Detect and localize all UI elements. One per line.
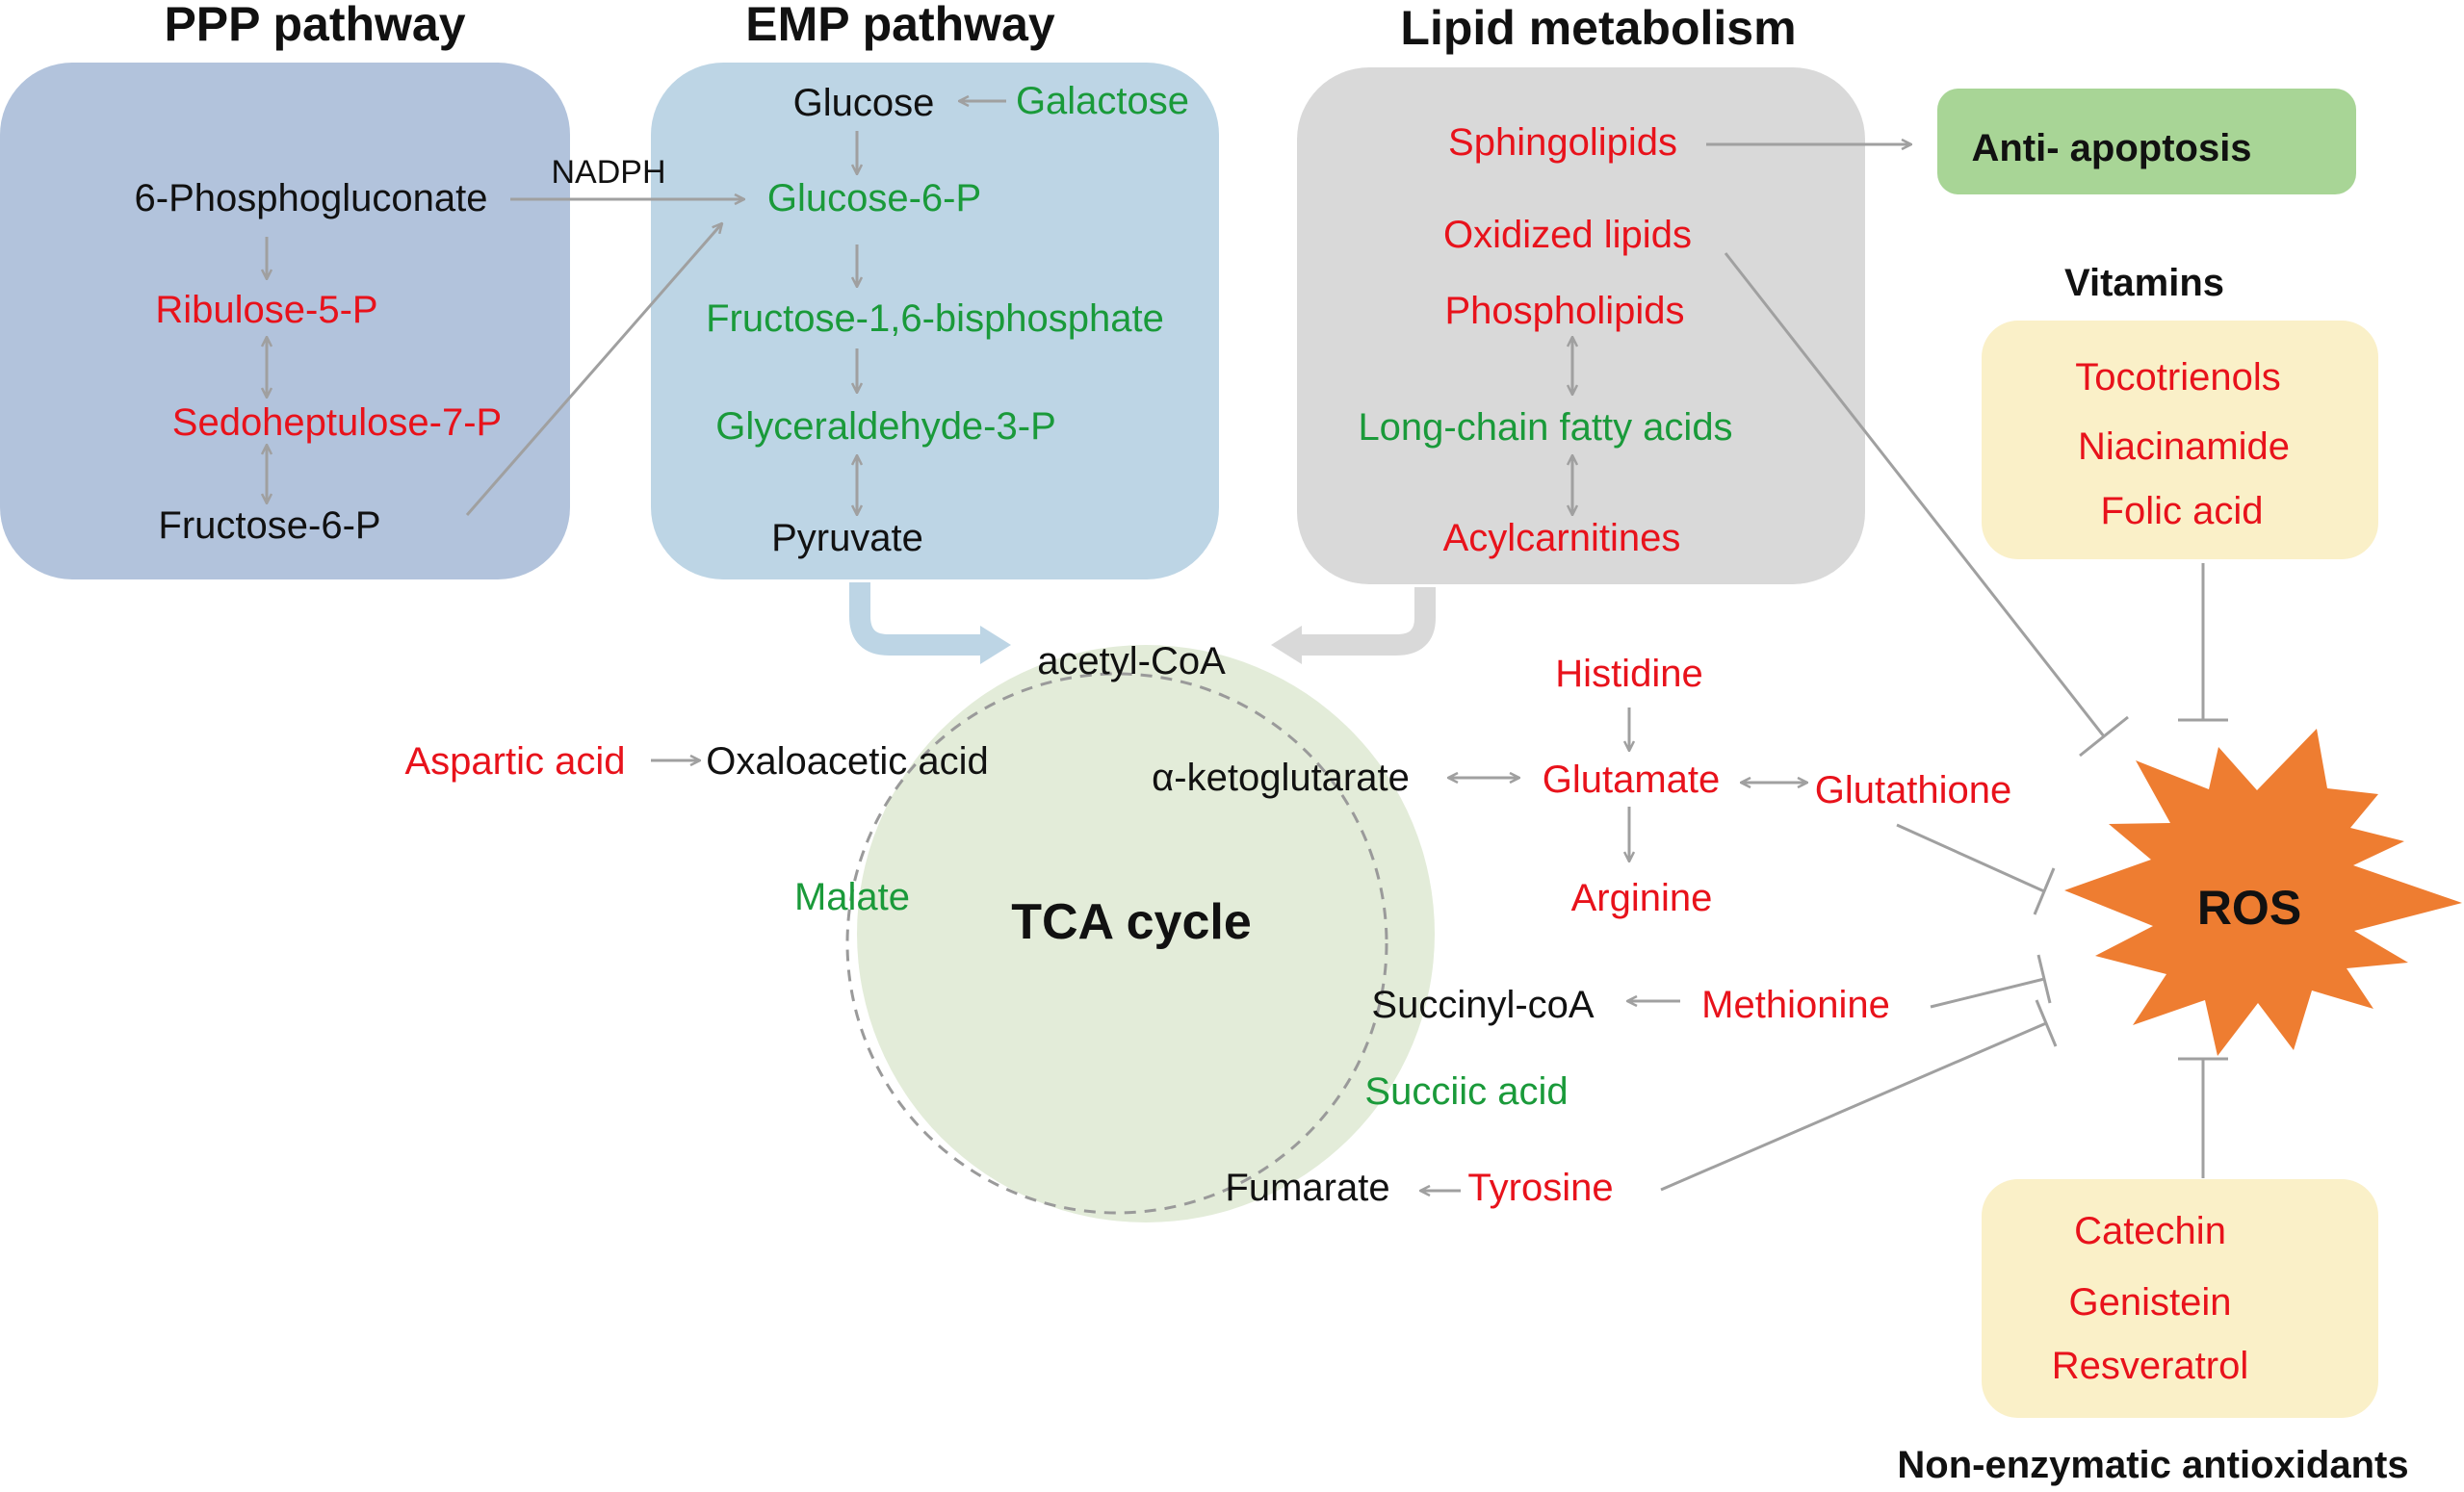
acetyl-coa-label: acetyl-CoA [1037,640,1226,682]
histidine-label: Histidine [1555,653,1702,695]
emp-pathway-header: EMP pathway [745,0,1055,51]
inhibit-oxidized-lipids-bar [2079,715,2129,758]
tca-inner-dashed-circle [845,672,1388,1215]
nadph-label: NADPH [551,154,665,191]
vitamin-item: Tocotrienols [2075,356,2280,399]
glutamate-label: Glutamate [1543,759,1721,801]
inhibit-methionine [1930,977,2045,1009]
antioxidants-box [1982,1179,2378,1418]
galactose-label: Galactose [1016,80,1189,122]
tca-cycle-title: TCA cycle [1011,894,1252,950]
methionine-label: Methionine [1701,984,1890,1026]
lipid-to-acetylcoa-arrow [1300,587,1436,656]
ros-star [2064,729,2462,1056]
vitamins-box [1982,321,2378,559]
acylcarnitines-label: Acylcarnitines [1443,517,1681,559]
non-enzymatic-antioxidants-header: Non-enzymatic antioxidants [1897,1444,2408,1486]
alpha-ketoglutarate-label: α-ketoglutarate [1152,757,1410,799]
tyrosine-label: Tyrosine [1467,1167,1613,1209]
arginine-label: Arginine [1571,877,1713,919]
anti-apoptosis-box [1937,89,2356,194]
ppp-box [0,63,570,579]
succinic-acid-label: Succiic acid [1364,1070,1568,1113]
tca-circle [857,645,1435,1222]
vitamin-item: Niacinamide [2078,425,2290,468]
sphingolipids-label: Sphingolipids [1448,121,1677,164]
inhibit-oxidized-lipids [1724,252,2106,737]
long-chain-fatty-acids-label: Long-chain fatty acids [1358,406,1732,449]
lipid-flow-arrowhead [1271,626,1302,664]
emp-box [651,63,1219,579]
succinyl-coa-label: Succinyl-coA [1371,984,1595,1026]
fructose-6p-label: Fructose-6-P [158,504,380,547]
inhibit-glutathione [1896,823,2045,893]
ribulose-label: Ribulose-5-P [155,289,377,331]
vitamin-item: Folic acid [2101,490,2264,532]
inhibit-glutathione-bar [2033,867,2056,915]
reaction-arrows [267,101,1911,1191]
antioxidant-item: Catechin [2074,1210,2226,1252]
phosphogluconate-label: 6-Phosphogluconate [135,177,488,219]
arrow-fructose-glucose6p [465,223,722,516]
pyruvate-to-acetylcoa-arrow [849,582,982,656]
anti-apoptosis-label: Anti- apoptosis [1971,127,2251,169]
pyruvate-label: Pyruvate [771,517,923,559]
fructose-bisphosphate-label: Fructose-1,6-bisphosphate [706,297,1164,340]
glutathione-label: Glutathione [1815,769,2012,811]
glucose-6p-label: Glucose-6-P [767,177,981,219]
phospholipids-label: Phospholipids [1444,290,1684,332]
antioxidant-item: Resveratrol [2052,1345,2249,1387]
lipid-box [1297,67,1865,584]
aspartic-acid-label: Aspartic acid [405,740,626,783]
antioxidant-item: Genistein [2069,1281,2232,1324]
lipid-metabolism-header: Lipid metabolism [1400,1,1796,55]
inhibit-methionine-bar [2036,954,2052,1004]
oxidized-lipids-label: Oxidized lipids [1443,214,1692,256]
inhibit-tyrosine-bar [2035,999,2058,1047]
oxaloacetic-acid-label: Oxaloacetic acid [706,740,988,783]
pyruvate-flow-arrowhead [980,626,1011,664]
ros-label: ROS [2197,881,2301,935]
ppp-pathway-header: PPP pathway [164,0,465,51]
inhibit-tyrosine [1660,1021,2047,1192]
vitamins-header: Vitamins [2064,262,2224,304]
glyceraldehyde-label: Glyceraldehyde-3-P [715,405,1056,448]
malate-label: Malate [794,876,910,918]
inhibition-lines [1660,252,2228,1192]
glucose-label: Glucose [793,82,935,124]
sedoheptulose-label: Sedoheptulose-7-P [172,401,502,444]
fumarate-label: Fumarate [1225,1167,1389,1209]
